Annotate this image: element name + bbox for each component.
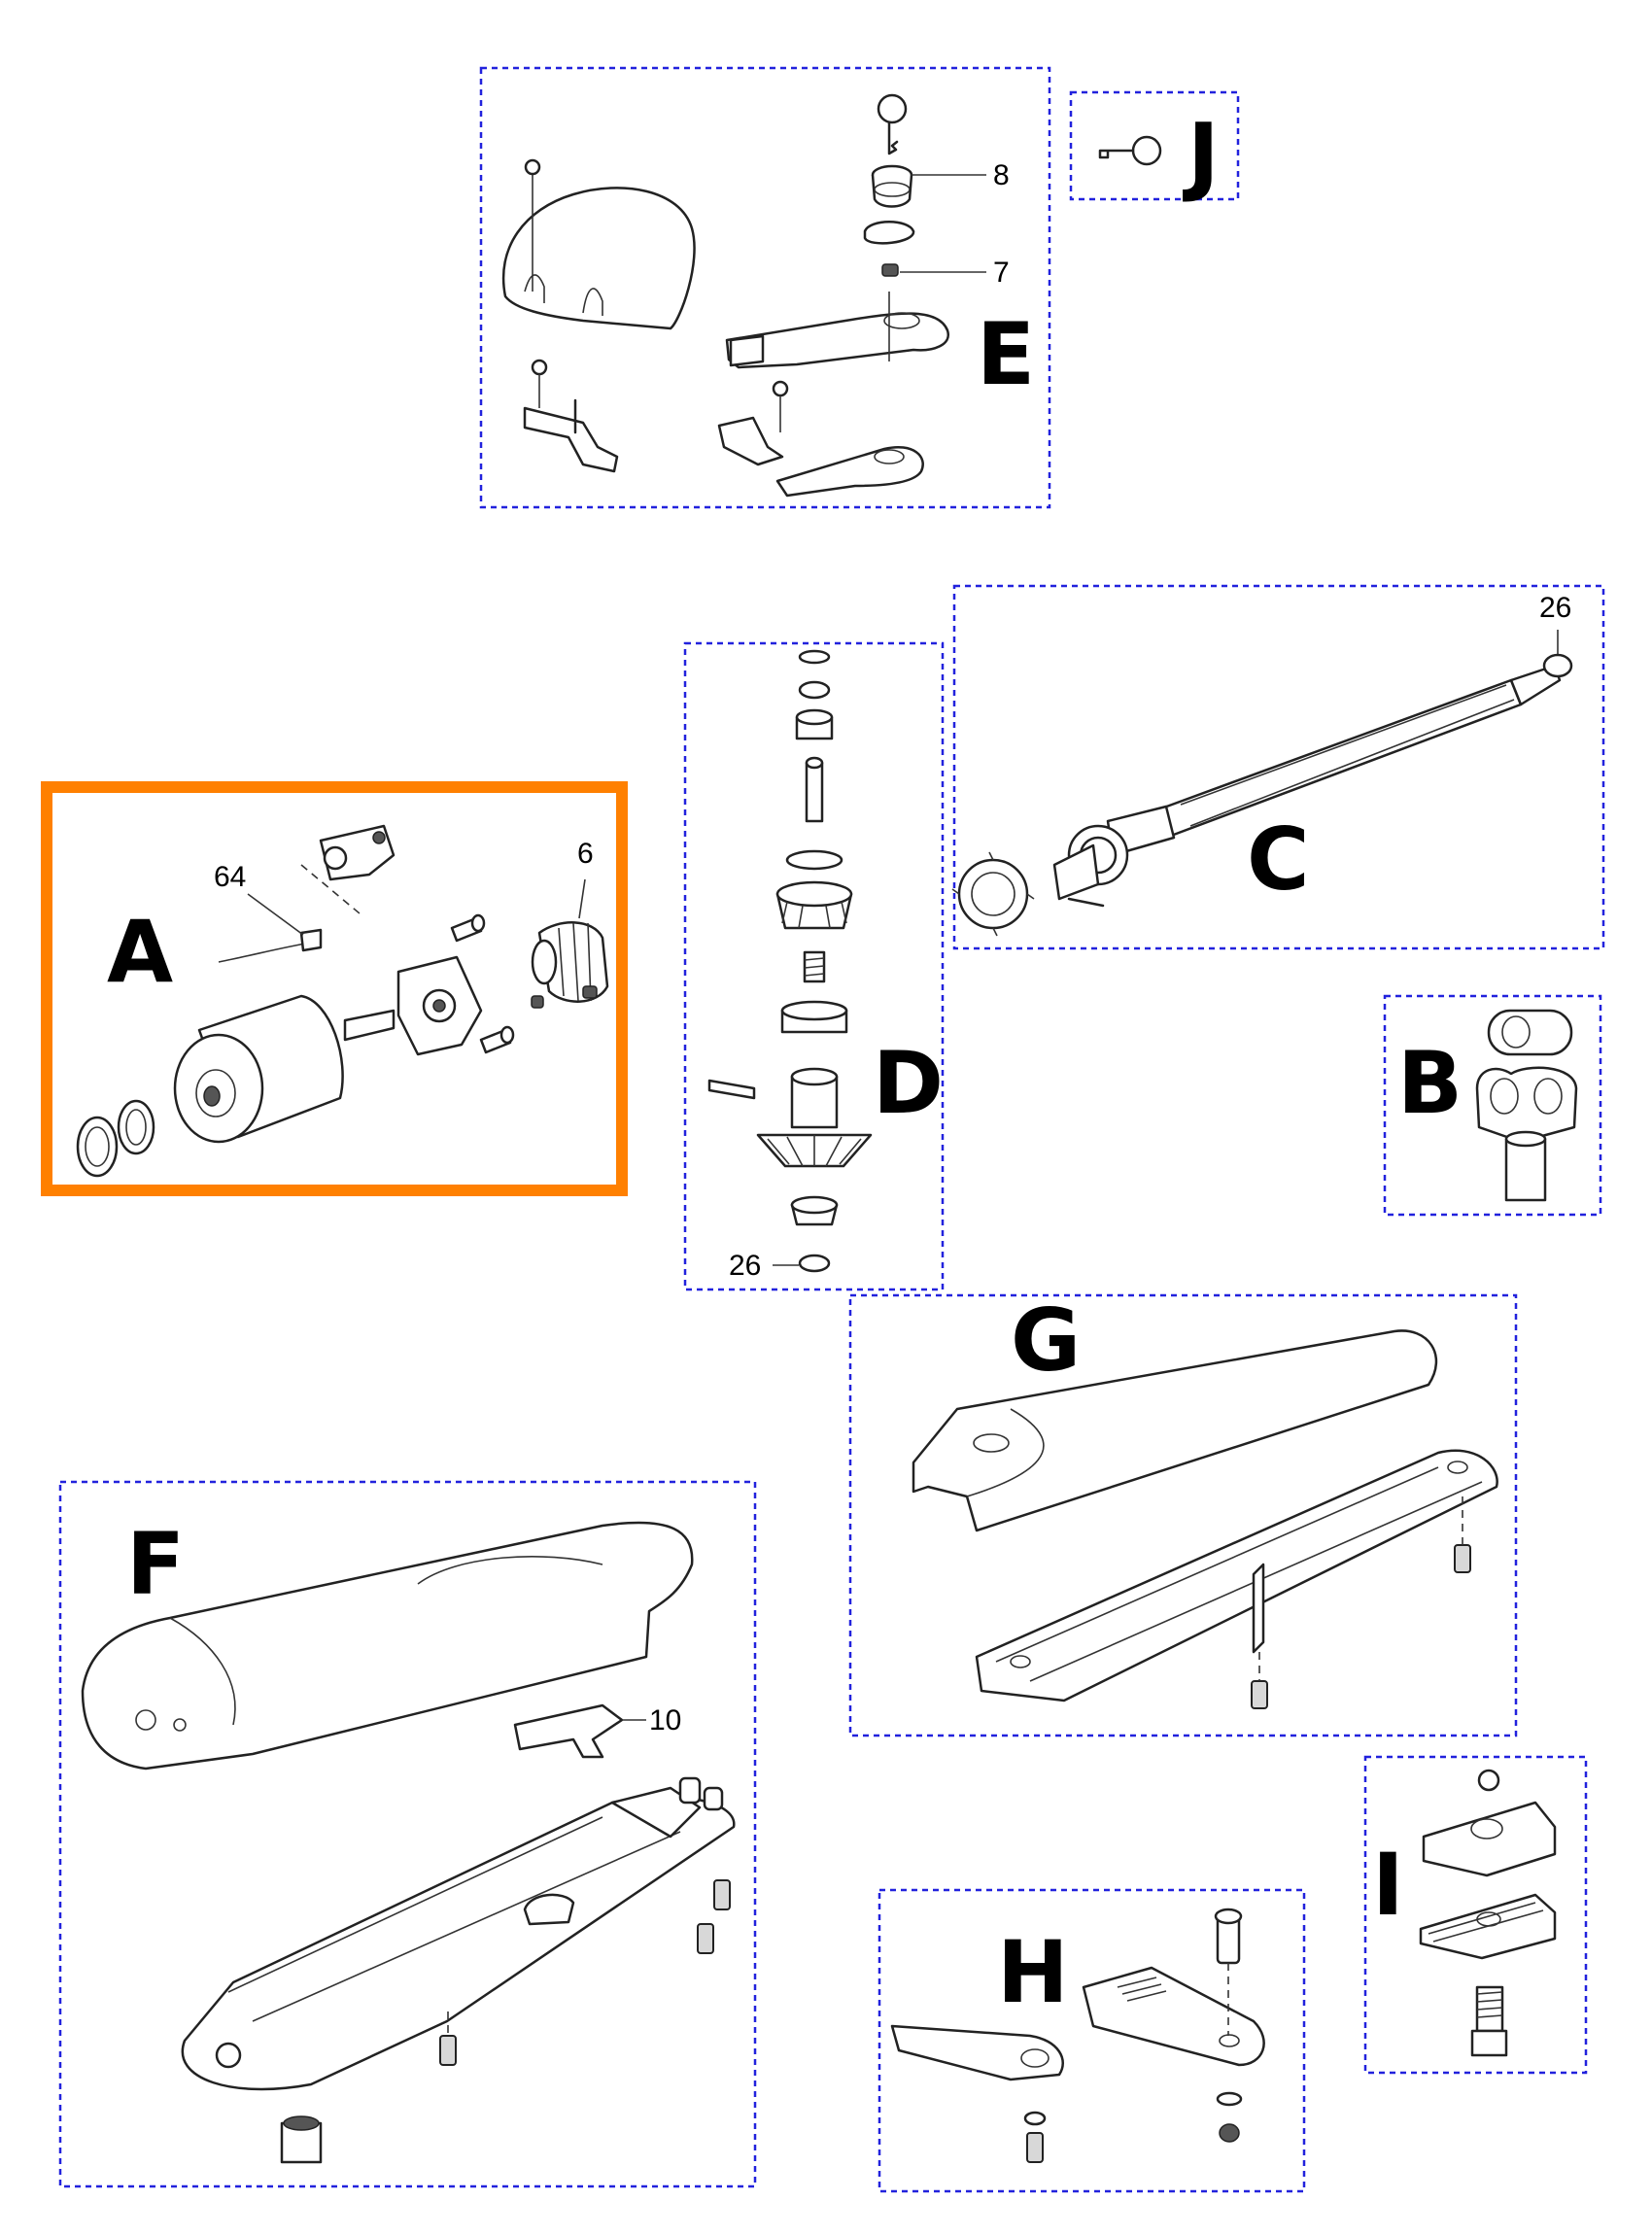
a-pins-part: [450, 913, 515, 1054]
f-cover-part: [81, 1521, 694, 1771]
section-letter-i: I: [1372, 1835, 1404, 1935]
callout-26-d: 26: [729, 1250, 761, 1282]
section-letter-j: J: [1183, 105, 1220, 205]
section-j-frame: [1069, 90, 1240, 201]
section-d[interactable]: [683, 641, 945, 1291]
a-brush-plate-part: [396, 955, 483, 1056]
section-f[interactable]: [58, 1480, 757, 2188]
section-letter-g: G: [1011, 1290, 1081, 1391]
e-bracket-part: [523, 359, 619, 473]
f-clip-part: [513, 1703, 624, 1759]
section-letter-d: D: [873, 1033, 944, 1133]
callout-26-c: 26: [1539, 592, 1571, 624]
section-letter-e: E: [977, 304, 1035, 404]
callout-line-6: [578, 878, 586, 919]
section-letter-c: C: [1247, 809, 1310, 910]
g-base-part: [975, 1449, 1498, 1709]
section-letter-a: A: [107, 902, 173, 1002]
i-clamp-part: [1419, 1769, 1557, 2057]
section-a-highlight-frame: [41, 781, 628, 1196]
callout-6: 6: [577, 838, 594, 870]
section-g-frame: [848, 1293, 1518, 1737]
e-lock-cylinder-part: [863, 164, 915, 277]
section-d-frame: [683, 641, 945, 1291]
section-b-frame: [1383, 994, 1602, 1217]
section-j[interactable]: [1069, 90, 1240, 201]
d-gear-stack-part: [707, 649, 873, 1273]
section-c[interactable]: [951, 584, 1605, 950]
section-letter-h: H: [997, 1922, 1069, 2022]
a-sensor-part: [300, 824, 396, 914]
callout-64: 64: [214, 861, 246, 893]
g-cover-part: [912, 1329, 1438, 1532]
section-a[interactable]: [41, 781, 628, 1196]
e-lever-part: [725, 292, 949, 369]
c-screw-shaft-part: [951, 653, 1573, 937]
callout-7: 7: [993, 257, 1010, 289]
section-i-frame: [1363, 1755, 1588, 2075]
callout-8: 8: [993, 159, 1010, 191]
a-cable-part: [218, 928, 323, 963]
section-g[interactable]: [848, 1293, 1518, 1737]
f-base-part: [181, 1776, 736, 2164]
section-e[interactable]: [479, 66, 1051, 509]
e-latch-part: [717, 380, 924, 498]
a-motor-part: [76, 994, 396, 1178]
section-f-frame: [58, 1480, 757, 2188]
section-i[interactable]: [1363, 1755, 1588, 2075]
a-worm-gear-part: [531, 921, 609, 1009]
h-plate-part: [890, 2024, 1064, 2163]
section-h[interactable]: [878, 1888, 1306, 2193]
callout-line-64: [247, 893, 304, 936]
section-letter-b: B: [1397, 1033, 1463, 1133]
section-c-frame: [952, 584, 1605, 950]
callout-10: 10: [649, 1704, 681, 1736]
e-key-part: [877, 93, 908, 155]
section-e-frame: [479, 66, 1051, 509]
e-cover-part: [501, 158, 696, 330]
j-key-part: [1098, 135, 1162, 166]
section-b[interactable]: [1383, 994, 1602, 1217]
b-bracket-part: [1475, 1009, 1578, 1202]
h-bracket-part: [1082, 1908, 1265, 2143]
section-letter-f: F: [126, 1514, 185, 1614]
